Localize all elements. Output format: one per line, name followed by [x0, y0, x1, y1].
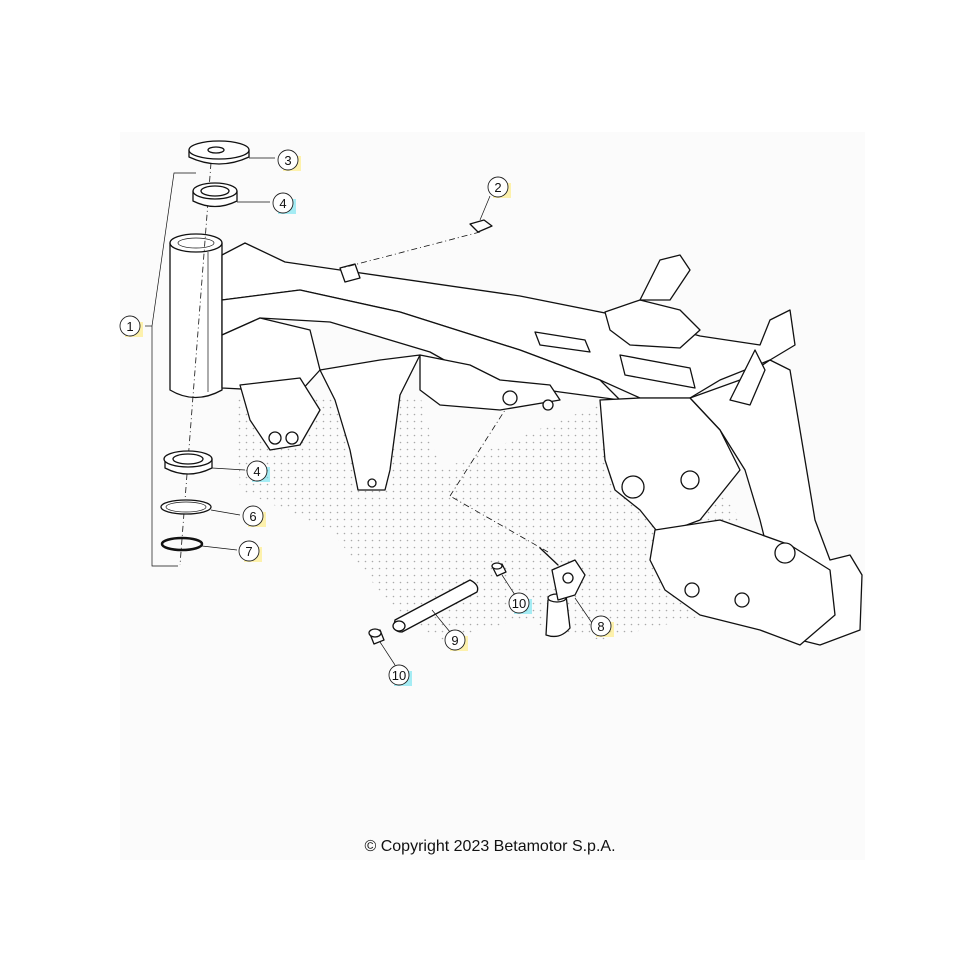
part-4-upper-bearing — [192, 182, 238, 208]
callout-label: 7 — [245, 544, 252, 559]
callout-circle — [242, 505, 264, 527]
callout-circle — [388, 664, 410, 686]
callout-10: 10 — [508, 592, 532, 614]
copyright-notice: © Copyright 2023 Betamotor S.p.A. — [364, 838, 616, 855]
callout-label: 3 — [284, 153, 291, 168]
callout-label: 10 — [512, 596, 526, 611]
callouts: 1 2 3 4 4 6 7 8 9 10 10 — [119, 149, 614, 686]
callout-1: 1 — [119, 315, 143, 337]
steering-head-tube — [169, 233, 223, 399]
part-2-clip — [341, 219, 493, 269]
callout-7: 7 — [238, 540, 262, 562]
callout-label: 4 — [253, 464, 260, 479]
part-7-oring — [160, 536, 204, 552]
callout-circle — [487, 176, 509, 198]
callout-10: 10 — [388, 664, 412, 686]
callout-4: 4 — [272, 192, 296, 214]
callout-label: 2 — [494, 180, 501, 195]
callout-9: 9 — [444, 629, 468, 651]
callout-label: 6 — [249, 509, 256, 524]
callout-circle — [277, 149, 299, 171]
part-8-switch — [449, 409, 586, 638]
callout-label: 9 — [451, 633, 458, 648]
callout-circle — [246, 460, 268, 482]
callout-4: 4 — [246, 460, 270, 482]
callout-circle — [119, 315, 141, 337]
part-4-lower-bearing — [163, 450, 213, 475]
callout-2: 2 — [487, 176, 511, 198]
callout-label: 8 — [597, 619, 604, 634]
leader-lines — [145, 157, 593, 666]
callout-label: 10 — [392, 668, 406, 683]
callout-8: 8 — [590, 615, 614, 637]
part-3-dust-washer — [188, 140, 250, 165]
callout-label: 4 — [279, 196, 286, 211]
callout-6: 6 — [242, 505, 266, 527]
callout-circle — [238, 540, 260, 562]
part-10-screw-a — [491, 562, 507, 577]
part-9-pin — [392, 579, 479, 633]
callout-circle — [272, 192, 294, 214]
callout-circle — [508, 592, 530, 614]
callout-circle — [590, 615, 612, 637]
callout-3: 3 — [277, 149, 301, 171]
part-6-seal — [160, 499, 212, 515]
main-frame — [221, 242, 863, 646]
part-10-screw-b — [368, 628, 385, 645]
callout-circle — [444, 629, 466, 651]
callout-label: 1 — [126, 319, 133, 334]
steering-axis-line — [179, 149, 213, 566]
